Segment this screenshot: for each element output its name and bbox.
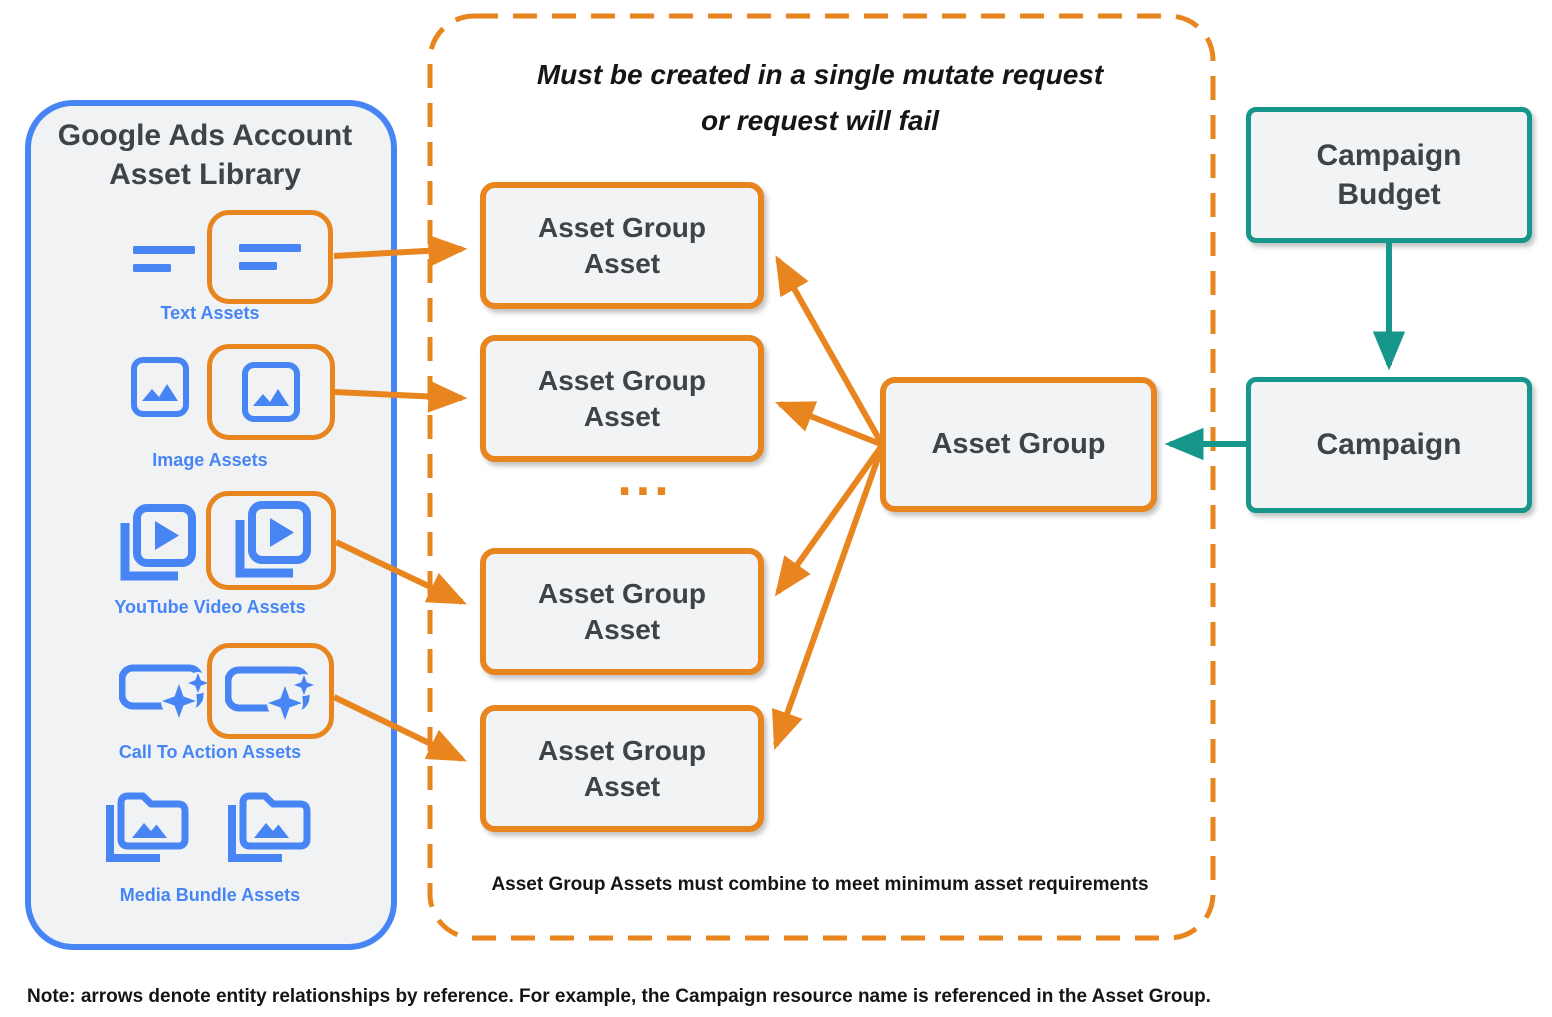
asset-group-asset-label: Asset Group Asset xyxy=(537,734,707,802)
asset-group-asset-box-3: Asset Group Asset xyxy=(480,548,764,675)
media-bundle-asset-icon xyxy=(223,788,315,866)
media-bundle-assets-label: Media Bundle Assets xyxy=(119,885,301,905)
call-to-action-asset-highlight-box xyxy=(207,643,334,739)
image-assets-label: Image Assets xyxy=(152,450,268,470)
campaign-budget-label: Campaign Budget xyxy=(1316,139,1462,211)
arrow-asset-group-to-asset-group-asset-3 xyxy=(774,442,886,597)
youtube-video-asset-icon xyxy=(231,500,311,582)
asset-group-box: Asset Group xyxy=(880,377,1157,512)
more-assets-ellipsis: ... xyxy=(617,449,673,507)
youtube-video-assets-label: YouTube Video Assets xyxy=(114,597,306,617)
youtube-video-asset-icon xyxy=(116,503,196,585)
text-assets-label: Text Assets xyxy=(160,303,260,323)
youtube-video-asset-highlight-box xyxy=(206,491,336,590)
asset-group-asset-box-2: Asset Group Asset xyxy=(480,335,764,462)
arrow-asset-group-to-asset-group-asset-4 xyxy=(771,442,886,751)
call-to-action-assets-label: Call To Action Assets xyxy=(118,742,302,762)
campaign-box: Campaign xyxy=(1246,377,1532,513)
call-to-action-asset-icon xyxy=(224,660,317,722)
asset-library-title: Google Ads Account Asset Library xyxy=(57,119,353,191)
image-asset-icon xyxy=(131,357,189,417)
arrow-asset-group-to-asset-group-asset-2 xyxy=(774,401,885,448)
campaign-label: Campaign xyxy=(1316,428,1462,461)
text-asset-highlight-box xyxy=(207,210,333,304)
asset-group-label: Asset Group xyxy=(931,428,1106,460)
arrow-asset-group-to-asset-group-asset-1 xyxy=(775,255,886,448)
asset-group-asset-box-1: Asset Group Asset xyxy=(480,182,764,309)
call-to-action-asset-icon xyxy=(119,658,211,720)
image-asset-highlight-box xyxy=(207,344,335,440)
campaign-budget-box: Campaign Budget xyxy=(1246,107,1532,243)
text-asset-icon xyxy=(133,246,195,272)
mutate-request-title: Must be created in a single mutate reque… xyxy=(536,59,1104,136)
media-bundle-asset-icon xyxy=(101,788,193,866)
asset-group-asset-box-4: Asset Group Asset xyxy=(480,705,764,832)
asset-group-asset-label: Asset Group Asset xyxy=(537,364,707,432)
asset-group-asset-label: Asset Group Asset xyxy=(537,211,707,279)
asset-group-asset-label: Asset Group Asset xyxy=(537,577,707,645)
mutate-footnote: Asset Group Assets must combine to meet … xyxy=(491,874,1149,895)
image-asset-icon xyxy=(242,362,300,422)
text-asset-icon xyxy=(239,244,301,270)
reference-note: Note: arrows denote entity relationships… xyxy=(27,986,1211,1007)
